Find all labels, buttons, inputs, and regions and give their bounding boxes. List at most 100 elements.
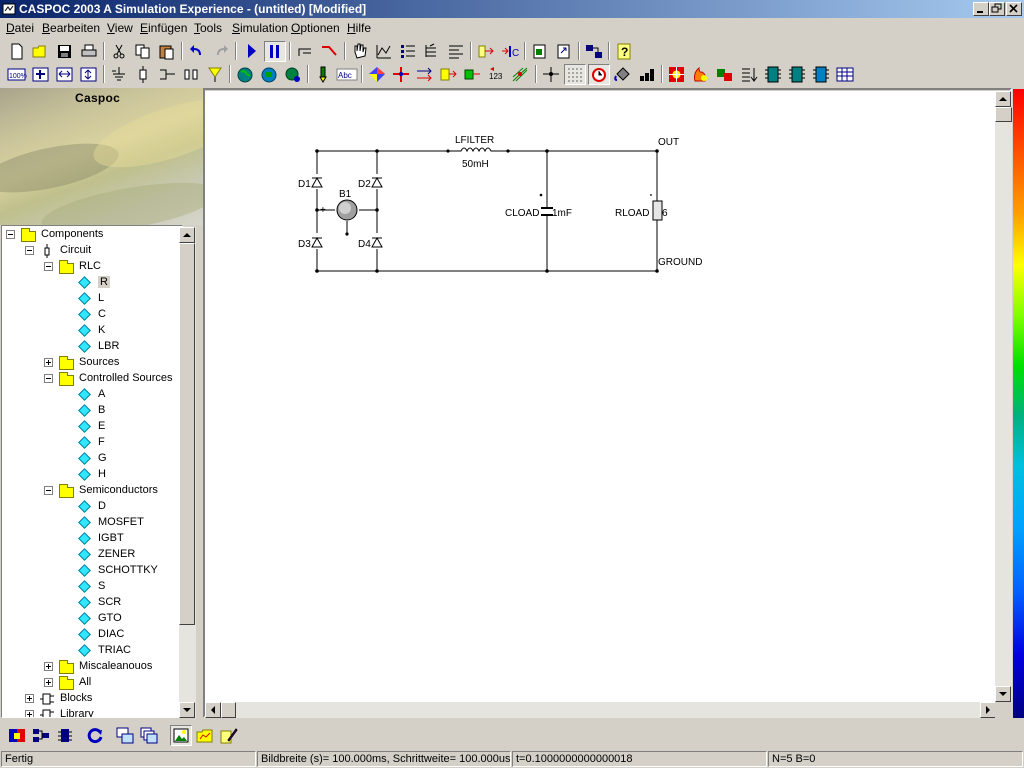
collapse-icon[interactable] bbox=[6, 230, 15, 239]
menu-bearbeiten[interactable]: Bearbeiten bbox=[42, 21, 101, 35]
cross-button[interactable] bbox=[390, 64, 412, 85]
insert-capacitor-button[interactable]: C bbox=[499, 41, 521, 62]
collapse-icon[interactable] bbox=[44, 486, 53, 495]
expand-icon[interactable] bbox=[25, 694, 34, 703]
zoom-fit-button[interactable] bbox=[30, 64, 52, 85]
resistor-button[interactable] bbox=[132, 64, 154, 85]
pen-button[interactable] bbox=[312, 64, 334, 85]
tree-node-rlc-lbr[interactable]: LBR bbox=[2, 339, 182, 355]
minimize-button[interactable] bbox=[973, 2, 989, 16]
redo-button[interactable] bbox=[210, 41, 232, 62]
menu-view[interactable]: View bbox=[107, 21, 133, 35]
tree-node-controlled-sources[interactable]: Controlled Sources bbox=[2, 371, 182, 387]
bottom-tool-3-button[interactable] bbox=[54, 725, 76, 746]
diode-d1[interactable] bbox=[311, 176, 323, 188]
component-button[interactable] bbox=[714, 64, 736, 85]
tree-node-semi-mosfet[interactable]: MOSFET bbox=[2, 515, 182, 531]
arrows-button[interactable] bbox=[414, 64, 436, 85]
tree-node-all[interactable]: All bbox=[2, 675, 182, 691]
hierarchy-button[interactable] bbox=[421, 41, 443, 62]
expand-icon[interactable] bbox=[44, 358, 53, 367]
table-button[interactable] bbox=[834, 64, 856, 85]
scroll-up-button[interactable] bbox=[995, 91, 1011, 107]
diode-d2[interactable] bbox=[371, 176, 383, 188]
print-button[interactable] bbox=[78, 41, 100, 62]
target-button[interactable] bbox=[666, 64, 688, 85]
terminal-button[interactable] bbox=[156, 64, 178, 85]
block-button[interactable] bbox=[462, 64, 484, 85]
capacitor-cload[interactable] bbox=[541, 207, 553, 216]
run-simulation-button[interactable] bbox=[240, 41, 262, 62]
canvas-vertical-scrollbar[interactable] bbox=[995, 91, 1012, 702]
node-button[interactable] bbox=[540, 64, 562, 85]
export-button[interactable] bbox=[553, 41, 575, 62]
resistor-rload[interactable] bbox=[652, 200, 663, 221]
tree-node-semi-s[interactable]: S bbox=[2, 579, 182, 595]
zoom-100-button[interactable]: 100% bbox=[6, 64, 28, 85]
fill-button[interactable] bbox=[612, 64, 634, 85]
menu-simulation[interactable]: Simulation bbox=[232, 21, 289, 35]
tree-node-rlc-k[interactable]: K bbox=[2, 323, 182, 339]
menu-tools[interactable]: Tools bbox=[194, 21, 223, 35]
inductor-lfilter[interactable] bbox=[448, 147, 508, 153]
text-button[interactable]: Abc bbox=[336, 64, 358, 85]
bottom-tool-5-button[interactable] bbox=[114, 725, 136, 746]
tree-node-controlled-e[interactable]: E bbox=[2, 419, 182, 435]
bottom-tool-6-button[interactable] bbox=[138, 725, 160, 746]
tree-node-semi-diac[interactable]: DIAC bbox=[2, 627, 182, 643]
menu-optionen[interactable]: Optionen bbox=[291, 21, 340, 35]
tree-node-rlc[interactable]: RLC bbox=[2, 259, 182, 275]
tree-node-semi-zener[interactable]: ZENER bbox=[2, 547, 182, 563]
expand-icon[interactable] bbox=[44, 662, 53, 671]
menu-datei[interactable]: Datei bbox=[6, 21, 35, 35]
scroll-left-button[interactable] bbox=[205, 702, 221, 718]
tree-scroll-thumb[interactable] bbox=[179, 243, 195, 625]
canvas-vscroll-thumb[interactable] bbox=[995, 107, 1012, 122]
tree-node-miscaleanouos[interactable]: Miscaleanouos bbox=[2, 659, 182, 675]
new-button[interactable] bbox=[6, 41, 28, 62]
level-button[interactable] bbox=[636, 64, 658, 85]
tree-scrollbar[interactable] bbox=[179, 227, 196, 718]
close-button[interactable] bbox=[1006, 2, 1022, 16]
bottom-tool-9-button[interactable] bbox=[218, 725, 240, 746]
help-button[interactable]: ? bbox=[613, 41, 635, 62]
tree-node-semi-d[interactable]: D bbox=[2, 499, 182, 515]
expand-icon[interactable] bbox=[44, 678, 53, 687]
scroll-up-button[interactable] bbox=[179, 227, 195, 243]
chip-1-button[interactable] bbox=[762, 64, 784, 85]
menu-einfgen[interactable]: Einfügen bbox=[140, 21, 188, 35]
globe-1-button[interactable] bbox=[234, 64, 256, 85]
collapse-icon[interactable] bbox=[44, 374, 53, 383]
tree-node-controlled-a[interactable]: A bbox=[2, 387, 182, 403]
insert-node-button[interactable] bbox=[475, 41, 497, 62]
bottom-tool-1-button[interactable] bbox=[6, 725, 28, 746]
grid-button[interactable] bbox=[564, 64, 586, 85]
tree-node-semi-triac[interactable]: TRIAC bbox=[2, 643, 182, 659]
chip-3-button[interactable] bbox=[810, 64, 832, 85]
diagonal-wire-button[interactable] bbox=[319, 41, 341, 62]
flow-button[interactable] bbox=[438, 64, 460, 85]
tree-node-semi-igbt[interactable]: IGBT bbox=[2, 531, 182, 547]
tree-node-blocks[interactable]: Blocks bbox=[2, 691, 182, 707]
tree-node-semi-gto[interactable]: GTO bbox=[2, 611, 182, 627]
tree-node-components[interactable]: Components bbox=[2, 227, 182, 243]
save-button[interactable] bbox=[54, 41, 76, 62]
tree-node-semi-schottky[interactable]: SCHOTTKY bbox=[2, 563, 182, 579]
canvas-hscroll-thumb[interactable] bbox=[221, 702, 236, 718]
expand-icon[interactable] bbox=[25, 710, 34, 717]
scroll-right-button[interactable] bbox=[980, 702, 996, 718]
list-button[interactable] bbox=[397, 41, 419, 62]
scope-button[interactable] bbox=[373, 41, 395, 62]
zoom-height-button[interactable] bbox=[78, 64, 100, 85]
zoom-width-button[interactable] bbox=[54, 64, 76, 85]
bottom-tool-2-button[interactable] bbox=[30, 725, 52, 746]
align-button[interactable] bbox=[445, 41, 467, 62]
color-button[interactable] bbox=[366, 64, 388, 85]
tree-node-controlled-b[interactable]: B bbox=[2, 403, 182, 419]
tree-node-library[interactable]: Library bbox=[2, 707, 182, 717]
schematic-canvas[interactable]: LFILTER 50mH D1 D2 D3 D4 B1 + - CLOAD 1m… bbox=[205, 91, 996, 702]
sort-button[interactable] bbox=[738, 64, 760, 85]
scroll-down-button[interactable] bbox=[995, 686, 1011, 702]
tree-node-rlc-l[interactable]: L bbox=[2, 291, 182, 307]
